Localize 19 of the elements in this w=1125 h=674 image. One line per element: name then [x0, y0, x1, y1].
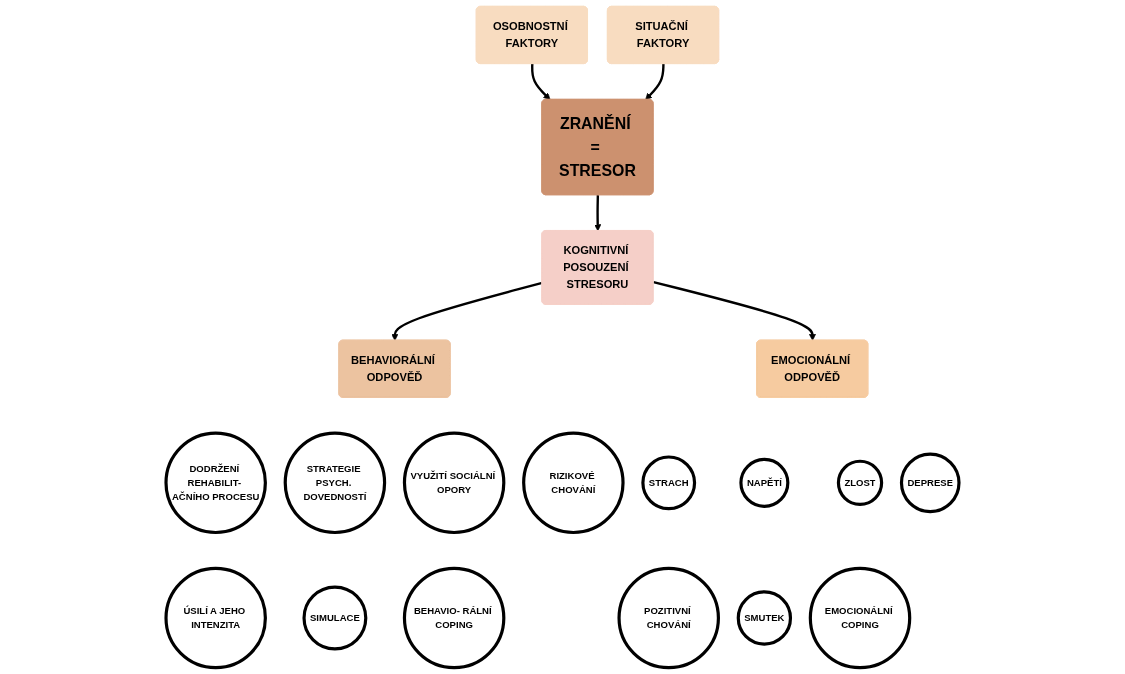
node-circle: DODRŽENÍ REHABILIT- AČNÍHO PROCESU	[164, 431, 267, 535]
node-circle: POZITIVNÍ CHOVÁNÍ	[617, 566, 720, 670]
arrow	[594, 195, 602, 232]
node-circle: BEHAVIO- RÁLNÍ COPING	[402, 566, 506, 670]
node-circle: VYUŽITÍ SOCIÁLNÍ OPORY	[402, 431, 506, 535]
arrow	[531, 63, 551, 101]
node-circle: ÚSILÍ A JEHO INTENZITA	[164, 566, 267, 670]
node-circle: SMUTEK	[736, 590, 793, 646]
arrow	[645, 63, 665, 101]
arrow	[391, 281, 543, 341]
node-circle: SIMULACE	[302, 585, 368, 651]
node-circle: ZLOST	[836, 459, 884, 507]
node-circle: STRATEGIE PSYCH. DOVEDNOSTÍ	[283, 431, 387, 535]
node-circle: NAPĚTÍ	[739, 457, 790, 508]
node-circle: STRACH	[641, 455, 697, 511]
arrow	[653, 280, 816, 341]
node-circle: RIZIKOVÉ CHOVÁNÍ	[522, 431, 625, 535]
node-circle: DEPRESE	[899, 452, 961, 514]
node-circle: EMOCIONÁLNÍ COPING	[808, 566, 912, 670]
